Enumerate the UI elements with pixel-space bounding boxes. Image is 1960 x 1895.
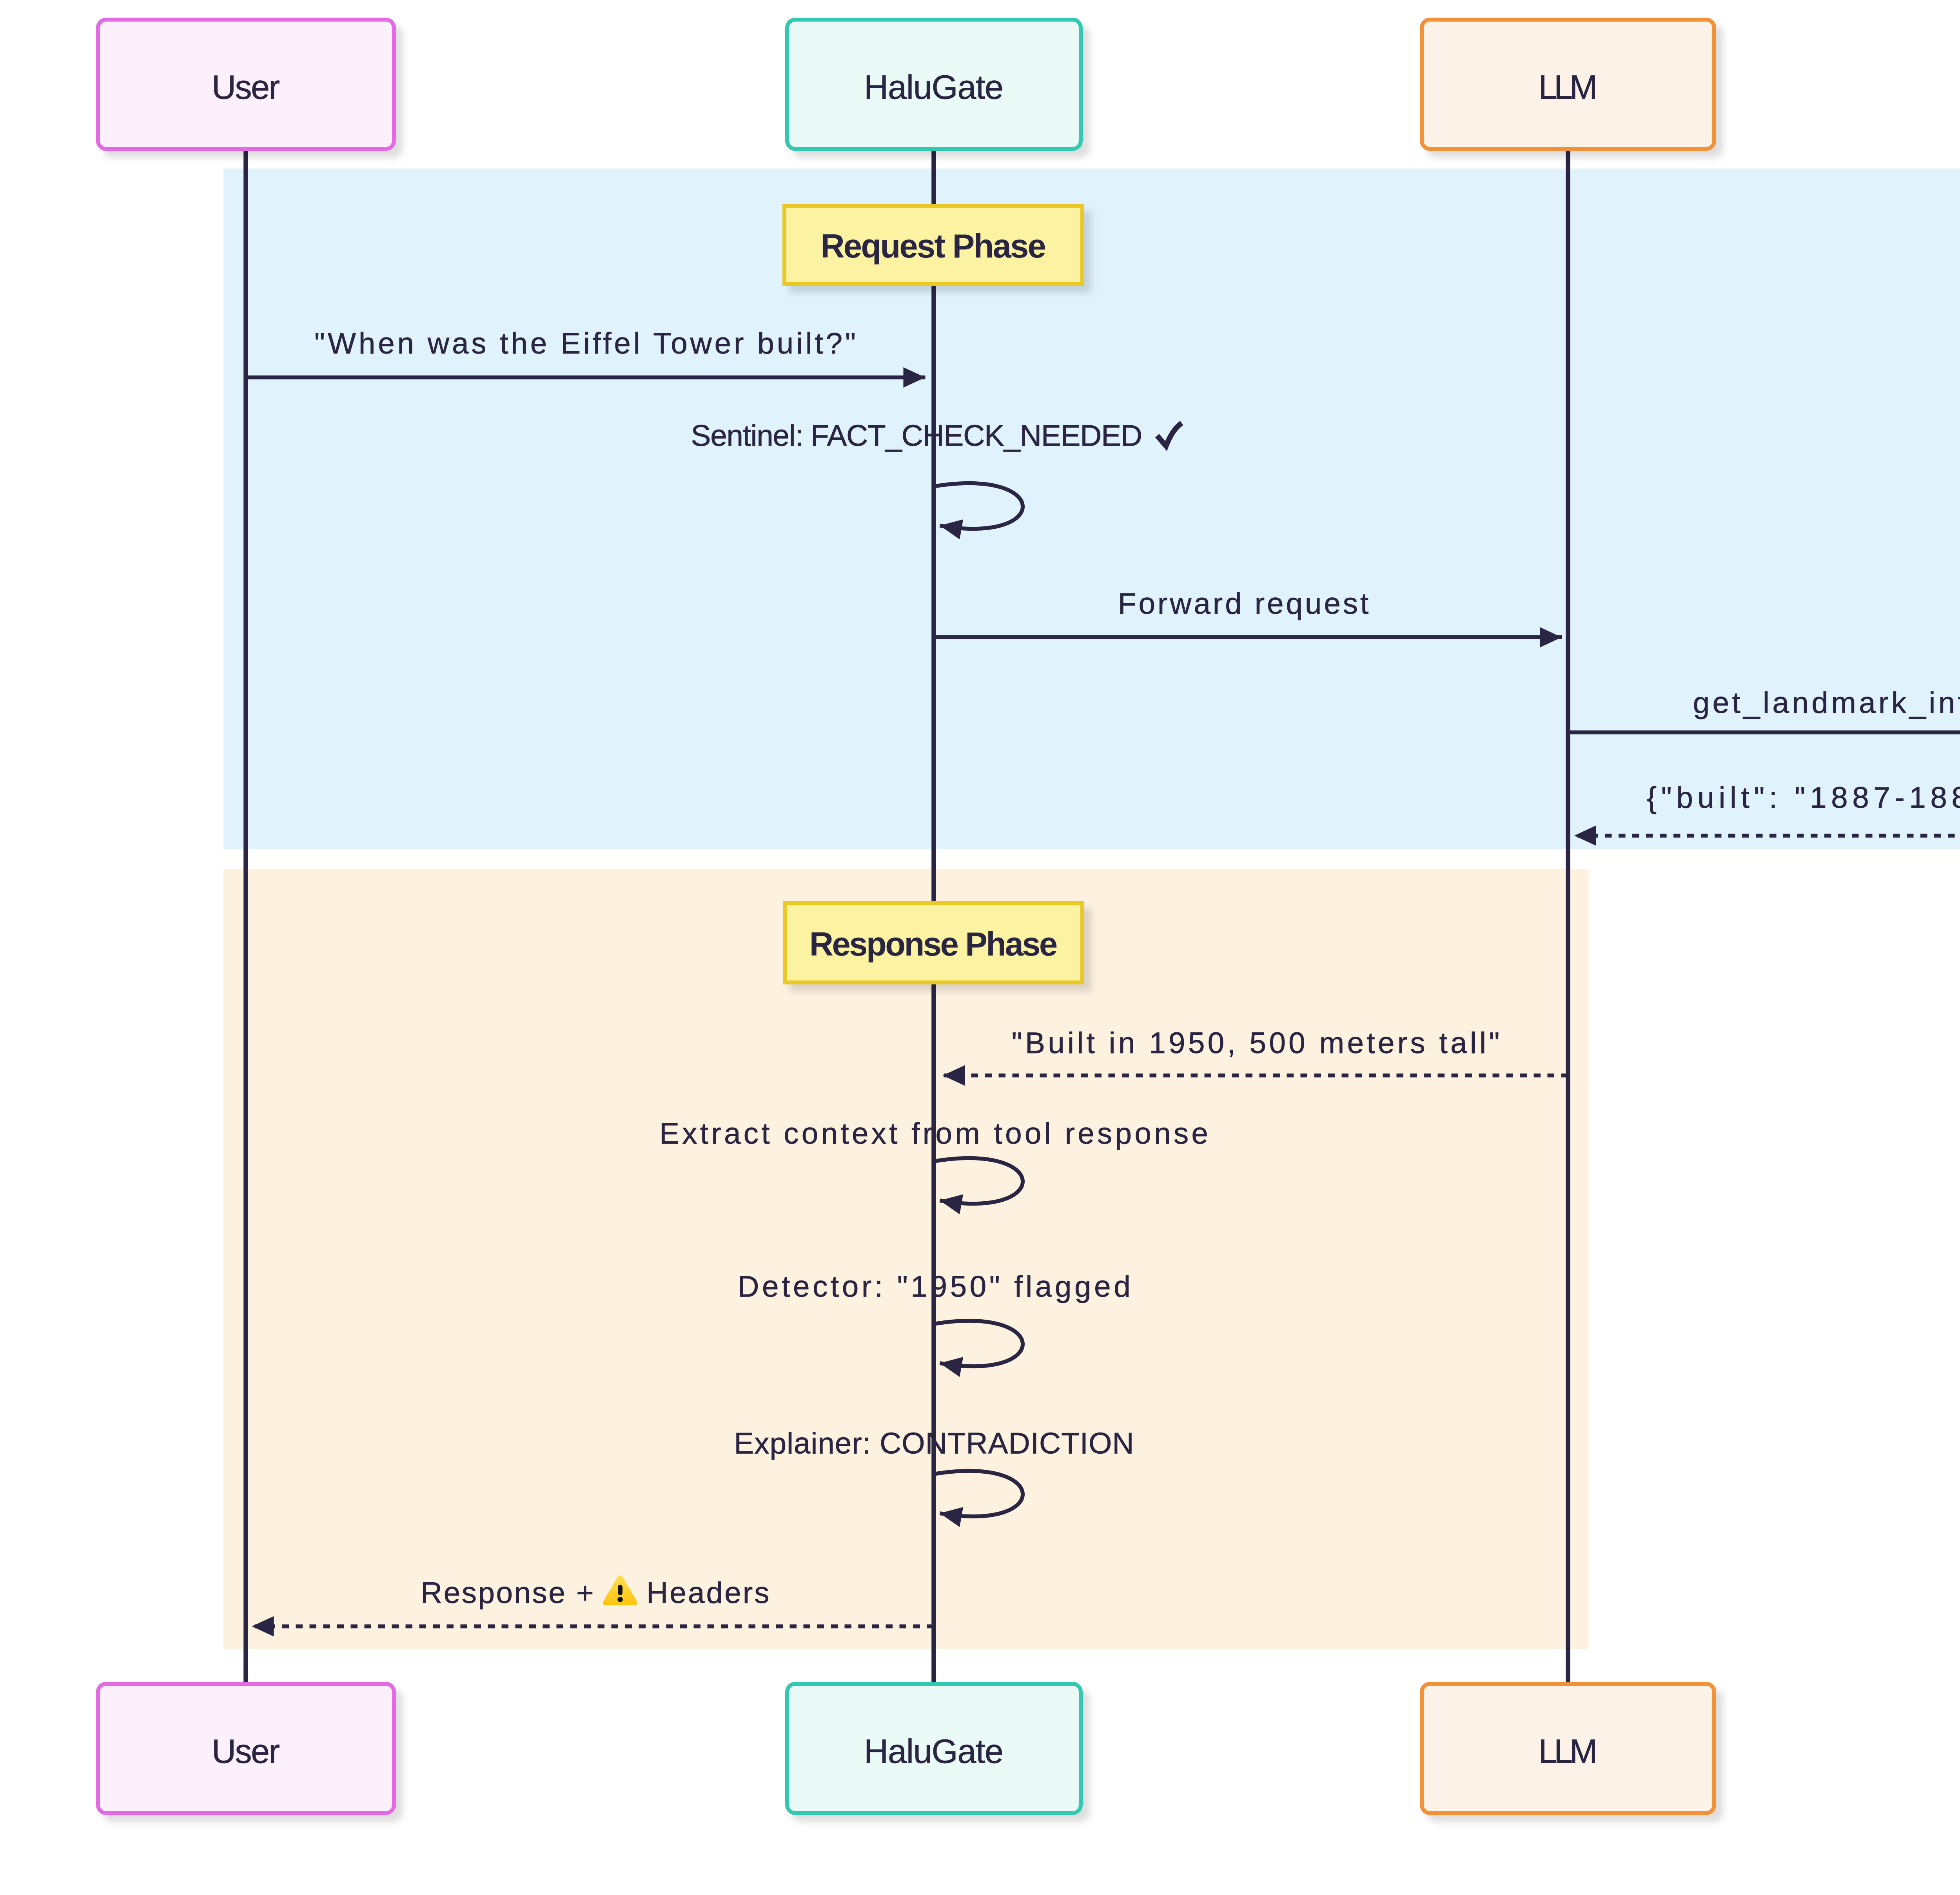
svg-text:Forward request: Forward request — [1118, 587, 1371, 620]
svg-text:Response +: Response + — [421, 1576, 595, 1610]
svg-text:Explainer: CONTRADICTION: Explainer: CONTRADICTION — [734, 1427, 1134, 1460]
svg-text:HaluGate: HaluGate — [864, 69, 1003, 106]
svg-text:User: User — [212, 1733, 279, 1770]
svg-text:HaluGate: HaluGate — [864, 1733, 1003, 1770]
svg-text:Headers: Headers — [646, 1576, 771, 1610]
svg-text:get_landmark_info("Eiffel Towe: get_landmark_info("Eiffel Tower") — [1693, 686, 1960, 720]
svg-text:Response Phase: Response Phase — [809, 926, 1057, 963]
svg-text:User: User — [212, 69, 279, 106]
svg-text:{"built": "1887-1889", "height: {"built": "1887-1889", "height": "330m"} — [1647, 781, 1960, 814]
svg-text:"When was the Eiffel Tower bui: "When was the Eiffel Tower built?" — [314, 327, 858, 360]
svg-text:LLM: LLM — [1538, 69, 1595, 106]
svg-text:LLM: LLM — [1538, 1733, 1595, 1770]
svg-text:Sentinel: FACT_CHECK_NEEDED: Sentinel: FACT_CHECK_NEEDED — [691, 419, 1142, 453]
svg-text:Detector: "1950" flagged: Detector: "1950" flagged — [737, 1270, 1133, 1304]
svg-text:"Built in 1950, 500 meters tal: "Built in 1950, 500 meters tall" — [1012, 1026, 1503, 1060]
svg-text:Extract context from tool resp: Extract context from tool response — [659, 1117, 1211, 1150]
svg-text:Request Phase: Request Phase — [820, 228, 1045, 265]
